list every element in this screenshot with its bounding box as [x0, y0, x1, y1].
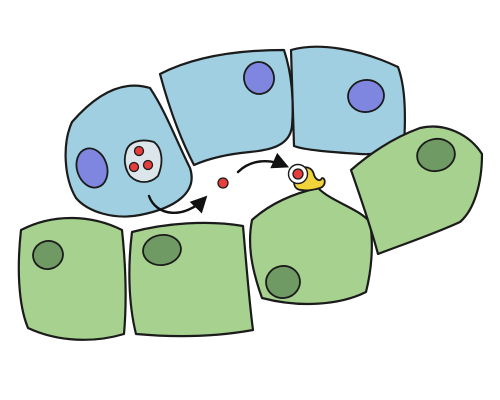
arrow-secretion: [147, 194, 208, 215]
bound-signaling-molecule: [292, 168, 304, 180]
free-signaling-molecule: [217, 177, 229, 189]
green-cell-1: [17, 216, 127, 341]
vesicle-molecule-1: [133, 145, 145, 157]
blue-cells-group: [64, 45, 406, 218]
green-cell-3-nucleus: [265, 265, 301, 299]
blue-cell-1-nucleus: [75, 147, 109, 189]
vesicle-membrane: [123, 139, 163, 183]
vesicle-molecule-3: [142, 159, 154, 171]
green-cell-4-nucleus: [416, 137, 456, 173]
blue-cell-2-nucleus: [243, 61, 275, 95]
green-cells-group: [17, 125, 484, 341]
green-cell-1-nucleus: [32, 240, 64, 270]
arrow-binding: [236, 152, 290, 174]
secretory-vesicle: [123, 139, 163, 183]
green-cell-2-nucleus: [142, 234, 182, 266]
receptor: [287, 163, 326, 192]
arrows-group: [147, 152, 290, 215]
blue-cell-3-nucleus: [347, 79, 385, 113]
vesicle-molecule-2: [128, 161, 140, 173]
